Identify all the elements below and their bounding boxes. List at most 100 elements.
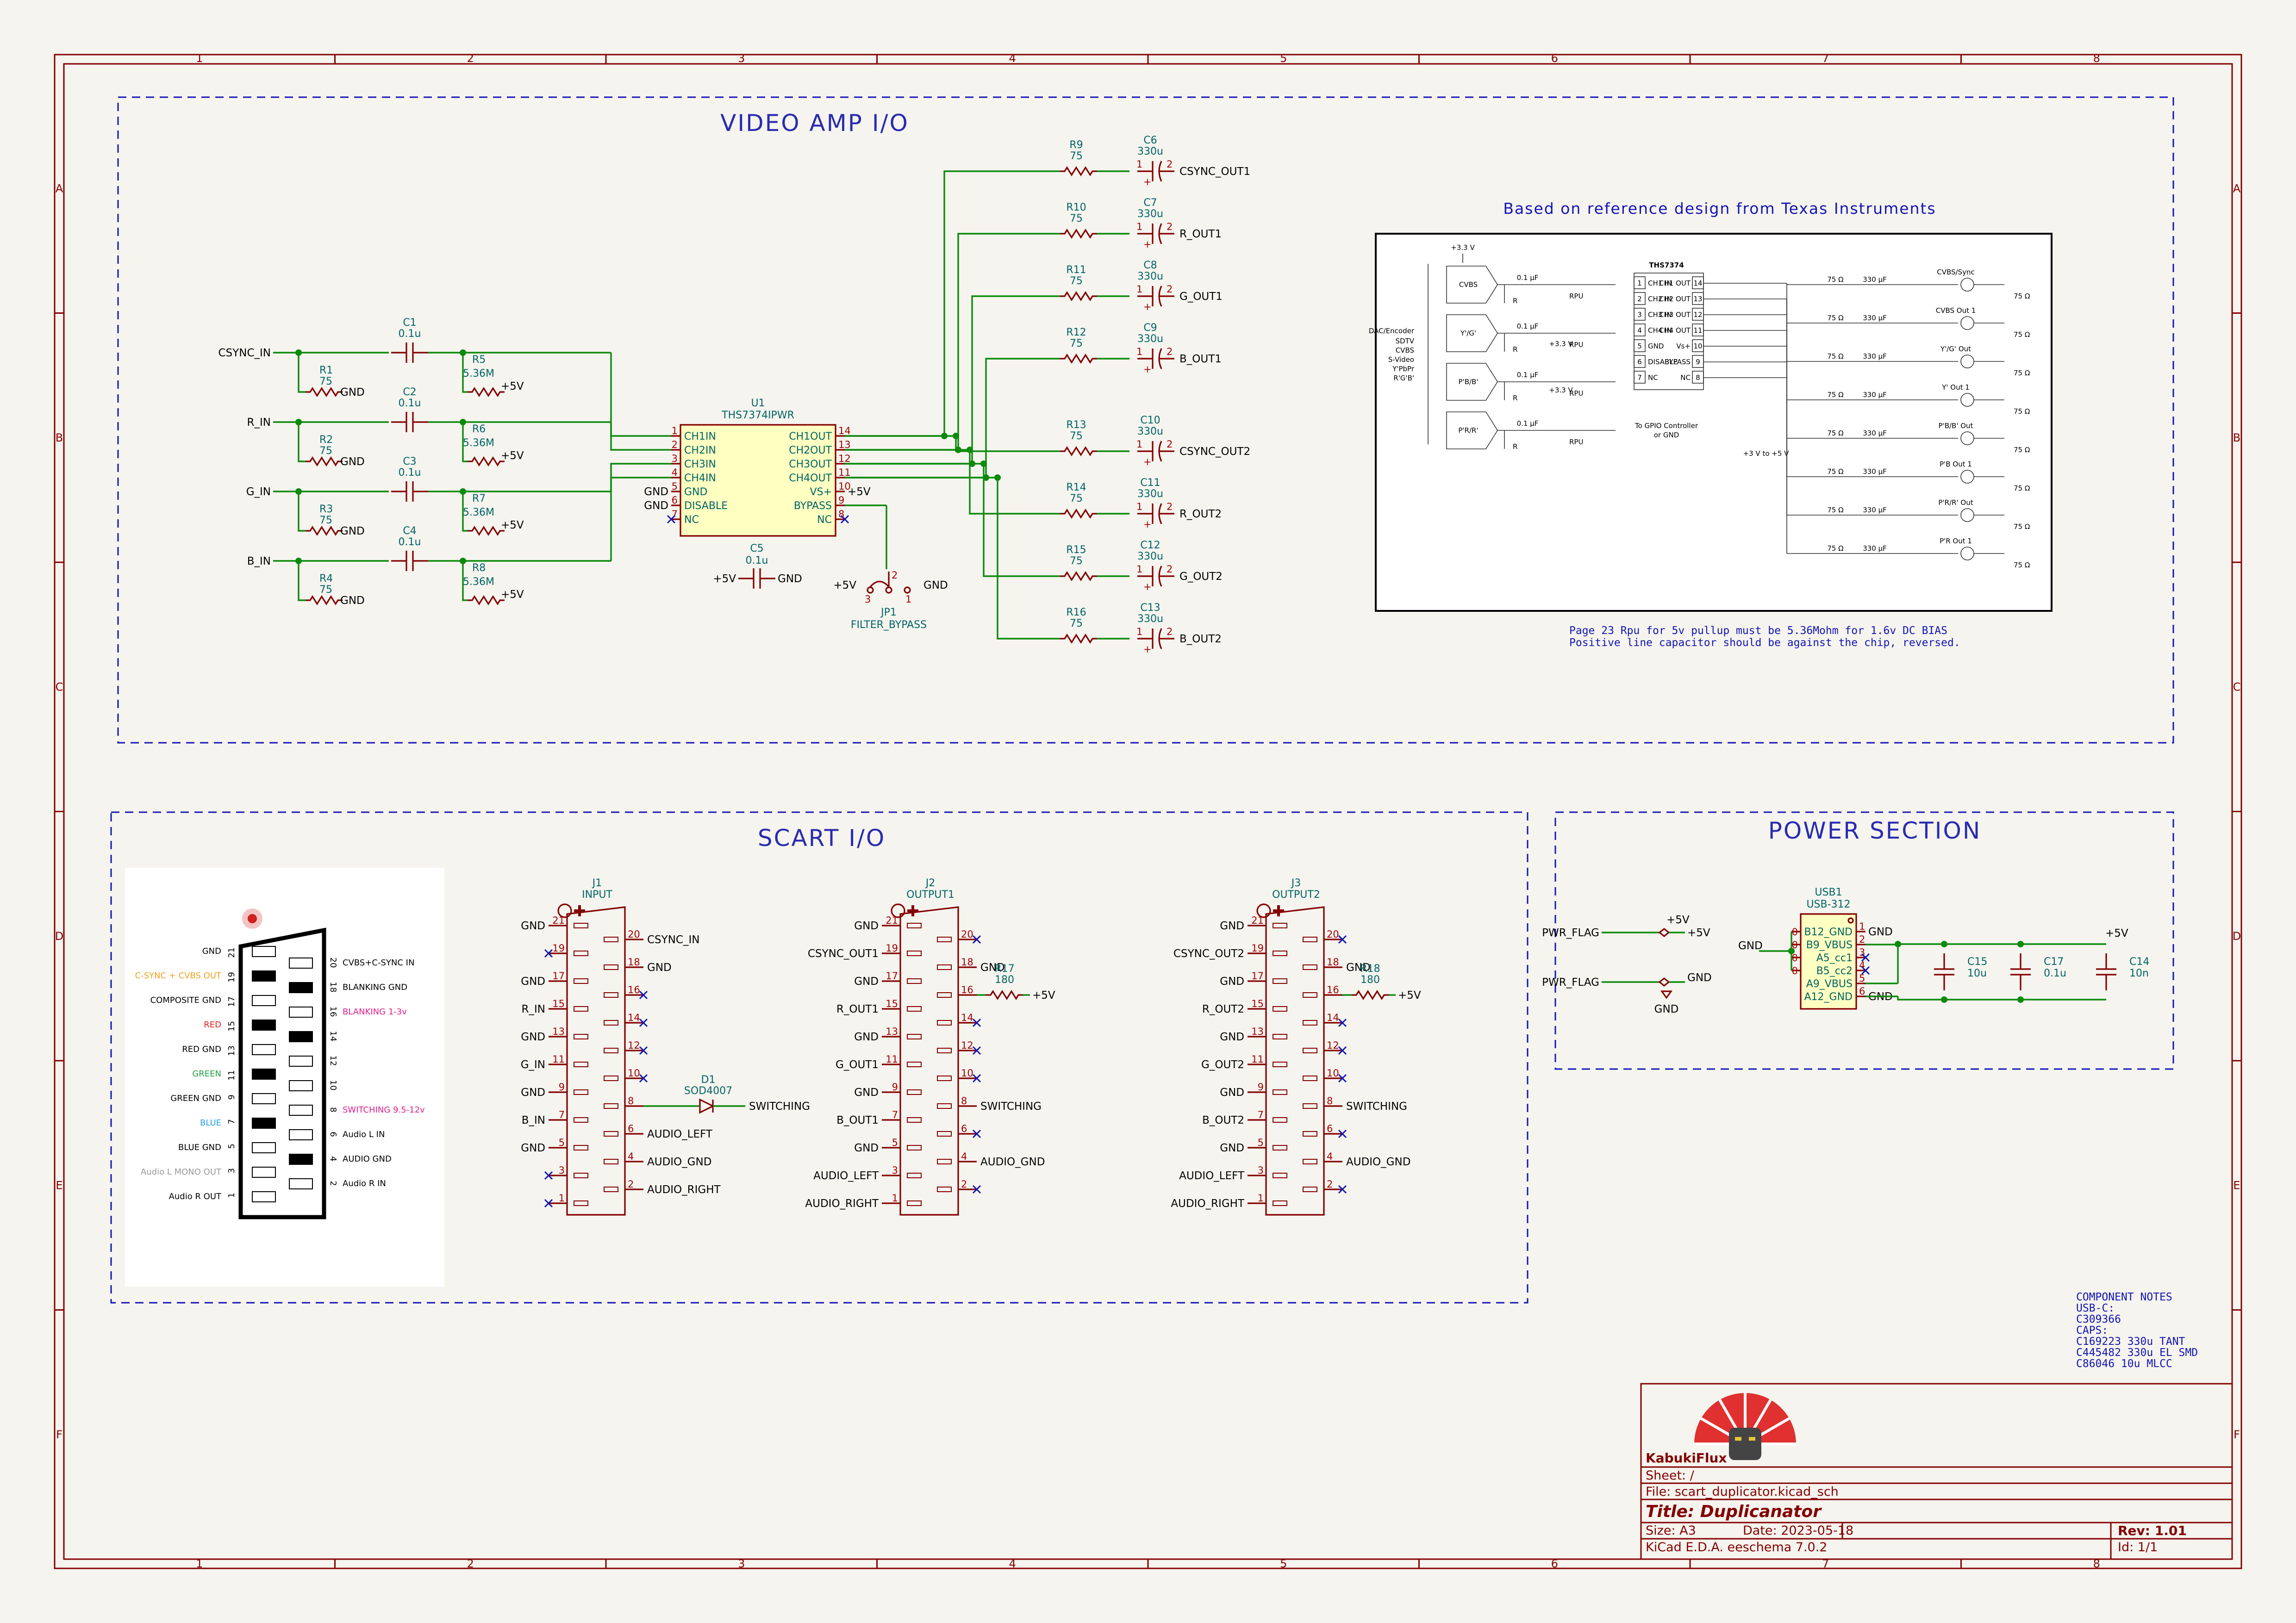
connector-net-label: CSYNC_OUT2 [1173, 948, 1244, 960]
usb-shield-pin-number: 0 [1792, 927, 1798, 938]
no-connect-stroke [544, 1171, 553, 1180]
video-input-stage: CSYNC_INR175GNDC10.1uR55.36M+5VR_INR275G… [218, 317, 671, 607]
connector-pin-slot [604, 1159, 618, 1164]
connector-pin-number: 6 [628, 1123, 634, 1134]
connector-plus-mark [1273, 905, 1284, 916]
capacitor-value: 0.1u [399, 467, 421, 479]
scart-pin-label: COMPOSITE GND [150, 995, 221, 1005]
connector-pin-slot [604, 1020, 618, 1026]
grid-column-label: 4 [1009, 52, 1016, 65]
grid-row-label: A [56, 182, 63, 195]
ref-input-label: P'R/R' [1458, 426, 1478, 435]
no-connect-stroke [972, 1129, 981, 1138]
no-connect-stroke [639, 1074, 648, 1083]
connector-pin-number: 5 [559, 1137, 565, 1148]
ref-output-label: P'B Out 1 [1940, 460, 1972, 468]
wire [610, 477, 671, 561]
scart-pin-number: 1 [227, 1193, 237, 1198]
u1-pin-name: GND [684, 486, 707, 498]
scart-connector-j1: J1INPUT21GND1917GND15R_IN13GND11G_IN9GND… [521, 877, 721, 1216]
scart-connector-j3: J3OUTPUT221GND19CSYNC_OUT217GND15R_OUT21… [1171, 877, 1410, 1216]
scart-pin-number: 15 [227, 1021, 237, 1032]
ref-resistor-label: R [1513, 394, 1517, 402]
capacitor-ref: C9 [1143, 322, 1157, 334]
c5-ref: C5 [750, 543, 763, 554]
reference-note-1: Page 23 Rpu for 5v pullup must be 5.36Mo… [1569, 625, 1947, 637]
scart-pin-number: 20 [328, 958, 338, 968]
resistor-value: 75 [319, 584, 332, 596]
connector-net-label: CSYNC_IN [647, 934, 699, 946]
cap-plus-sign: + [1143, 456, 1152, 467]
ref-output-label: P'R/R' Out [1938, 498, 1973, 507]
capacitor-c13 [1137, 628, 1174, 649]
ref-chip-pin-number: 12 [1693, 311, 1702, 319]
ref-chip-pin-box [1634, 292, 1646, 305]
scart-logo-dot [248, 914, 257, 923]
connector-net-label: AUDIO_RIGHT [1171, 1198, 1245, 1210]
connector-pin-number: 7 [1258, 1109, 1264, 1120]
no-connect-stroke [972, 1074, 981, 1083]
connector-net-label: AUDIO_GND [647, 1156, 711, 1168]
no-connect-stroke [1861, 966, 1870, 975]
component-note-line: C309366 [2076, 1313, 2121, 1325]
scart-pin [252, 1020, 276, 1031]
no-connect-icon [639, 990, 648, 1000]
u1-pin-name: CH1IN [684, 431, 716, 442]
scart-pin-number: 4 [328, 1156, 338, 1161]
scart-pin-number: 10 [328, 1080, 338, 1091]
resistor-ref: R14 [1066, 482, 1086, 493]
pwr-flag-diamond-icon [1658, 977, 1670, 987]
connector-pin-slot [1273, 1173, 1287, 1178]
resistor-r5 [468, 386, 505, 398]
resistor-value: 75 [1070, 213, 1083, 224]
connector-pin-slot [574, 1173, 588, 1178]
pwr-flag-diamond-icon [1658, 927, 1670, 938]
connector-pin-slot [604, 1187, 618, 1192]
ref-input-source [1446, 266, 1498, 304]
component-note-line: CAPS: [2076, 1325, 2108, 1337]
scart-pin [252, 970, 276, 982]
ref-rpu-label: RPU [1569, 438, 1583, 446]
ref-input-label: P'B/B' [1459, 378, 1479, 386]
scart-pin [252, 1044, 276, 1055]
wire [845, 295, 1060, 465]
p5v-label: +5V [501, 519, 524, 531]
cap-pin-number: 1 [1136, 159, 1142, 170]
component-notes: COMPONENT NOTESUSB-C:C309366CAPS:C169223… [2076, 1291, 2198, 1370]
resistor-r7 [468, 525, 505, 536]
connector-pin-slot [907, 1089, 922, 1095]
connector-net-label: GND [521, 920, 545, 932]
output-net-label: R_OUT1 [1179, 228, 1222, 240]
ref-chip-pin-number: 13 [1693, 295, 1702, 303]
scart-pin [252, 1191, 276, 1202]
file-label: File: scart_duplicator.kicad_sch [1646, 1485, 1839, 1499]
connector-pin-slot [1273, 1006, 1287, 1012]
scart-section-title: SCART I/O [758, 825, 886, 852]
connector-pin-slot [937, 1159, 952, 1164]
u1-pin-name: CH4OUT [789, 473, 832, 484]
scart-section-box [110, 811, 1529, 1304]
ref-resistor-value: 75 Ω [1827, 467, 1843, 476]
connector-net-label: G_OUT2 [1201, 1059, 1244, 1071]
grid-column-label: 5 [1280, 52, 1287, 65]
ref-source-item: CVBS [1396, 346, 1414, 354]
jumper-pin-number: 3 [865, 594, 871, 605]
capacitor-ref: C11 [1140, 477, 1160, 489]
capacitor-value: 330u [1137, 551, 1163, 562]
connector-pin-number: 19 [1251, 943, 1264, 954]
connector-pin-number: 8 [961, 1095, 967, 1107]
cap-plate-curved [1158, 223, 1162, 244]
scart-pin [289, 1056, 313, 1067]
jumper-pad [867, 586, 874, 594]
wire [845, 170, 1060, 437]
cap-pin-number: 1 [1136, 626, 1142, 637]
connector-net-label: GND [1220, 976, 1244, 988]
jumper-bridge [869, 580, 890, 588]
scart-pin [289, 958, 313, 969]
capacitor-ref: C3 [403, 456, 416, 467]
